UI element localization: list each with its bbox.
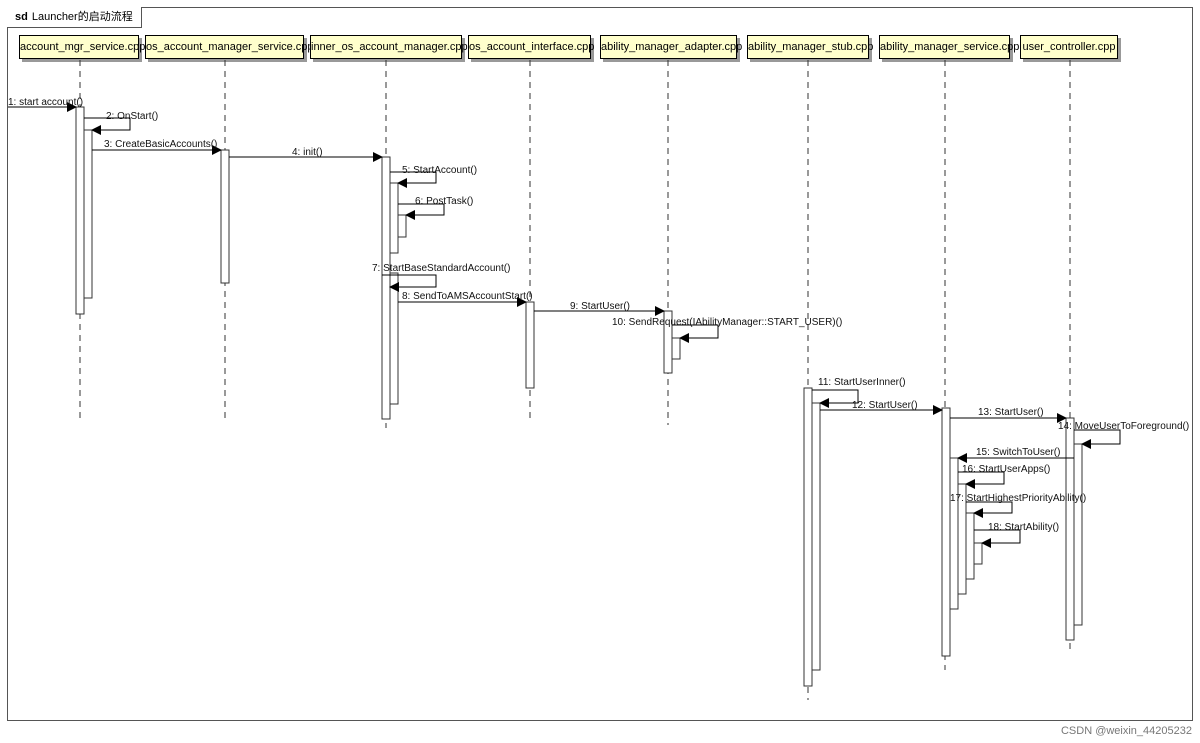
activation-bar [525, 301, 535, 389]
activation-bar [671, 337, 681, 360]
message-5-arrow [390, 171, 437, 188]
lifeline-ability-manager-service: ability_manager_service.cpp [879, 35, 1019, 59]
message-1-label: 1: start account() [8, 97, 83, 108]
message-6-arrow [398, 203, 445, 220]
lifeline-os-account-manager-service: os_account_manager_service.cpp [145, 35, 314, 59]
frame-keyword: sd [15, 11, 28, 23]
activation-bar [220, 149, 230, 284]
lifeline-os-account-interface: os_account_interface.cpp [468, 35, 594, 59]
message-2-label: 2: OnStart() [106, 111, 158, 122]
activation-bar [381, 156, 391, 420]
activation-bar [1073, 443, 1083, 626]
message-7-label: 7: StartBaseStandardAccount() [372, 263, 510, 274]
message-14-label: 14: MoveUserToForeground() [1058, 421, 1189, 432]
message-18-label: 18: StartAbility() [988, 522, 1059, 533]
message-16-arrow [958, 471, 1005, 489]
activation-bar [803, 387, 813, 687]
activation-bar [941, 407, 951, 657]
message-18-arrow [974, 529, 1021, 548]
activation-bar [965, 512, 975, 580]
message-9-label: 9: StartUser() [570, 301, 630, 312]
message-2-arrow [84, 117, 131, 135]
lifeline-ability-manager-stub: ability_manager_stub.cpp [747, 35, 873, 59]
message-17-label: 17: StartHighestPriorityAbility() [950, 493, 1086, 504]
lifeline-ability-manager-adapter: ability_manager_adapter.cpp [600, 35, 742, 59]
activation-bar [389, 272, 399, 405]
message-8-label: 8: SendToAMSAccountStart() [402, 291, 533, 302]
message-13-label: 13: StartUser() [978, 407, 1044, 418]
message-14-arrow [1074, 429, 1121, 449]
message-3-label: 3: CreateBasicAccounts() [104, 139, 217, 150]
message-6-label: 6: PostTask() [415, 196, 473, 207]
activation-bar [75, 106, 85, 315]
message-4-label: 4: init() [292, 147, 323, 158]
activation-bar [389, 182, 399, 254]
message-5-label: 5: StartAccount() [402, 165, 477, 176]
message-11-arrow [812, 389, 859, 408]
message-7-arrow [382, 274, 437, 292]
message-17-arrow [966, 501, 1013, 518]
lifeline-account-mgr-service: account_mgr_service.cpp [19, 35, 145, 59]
message-11-label: 11: StartUserInner() [818, 377, 906, 388]
message-12-label: 12: StartUser() [852, 400, 918, 411]
frame-title: Launcher的启动流程 [31, 11, 133, 23]
activation-bar [83, 129, 93, 299]
watermark: CSDN @weixin_44205232 [1060, 725, 1192, 737]
lifeline-inner-os-account-manager: inner_os_account_manager.cpp [310, 35, 468, 59]
message-16-label: 16: StartUserApps() [962, 464, 1050, 475]
activation-bar [1065, 417, 1075, 641]
message-15-label: 15: SwitchToUser() [976, 447, 1060, 458]
message-10-arrow [672, 324, 719, 343]
activation-bar [397, 214, 407, 238]
activation-bar [973, 542, 983, 565]
activation-bar [811, 402, 821, 671]
activation-bar [949, 457, 959, 610]
diagram-frame [7, 7, 1193, 721]
lifeline-user-controller: user_controller.cpp [1020, 35, 1118, 59]
message-10-label: 10: SendRequest(IAbilityManager::START_U… [612, 317, 842, 328]
